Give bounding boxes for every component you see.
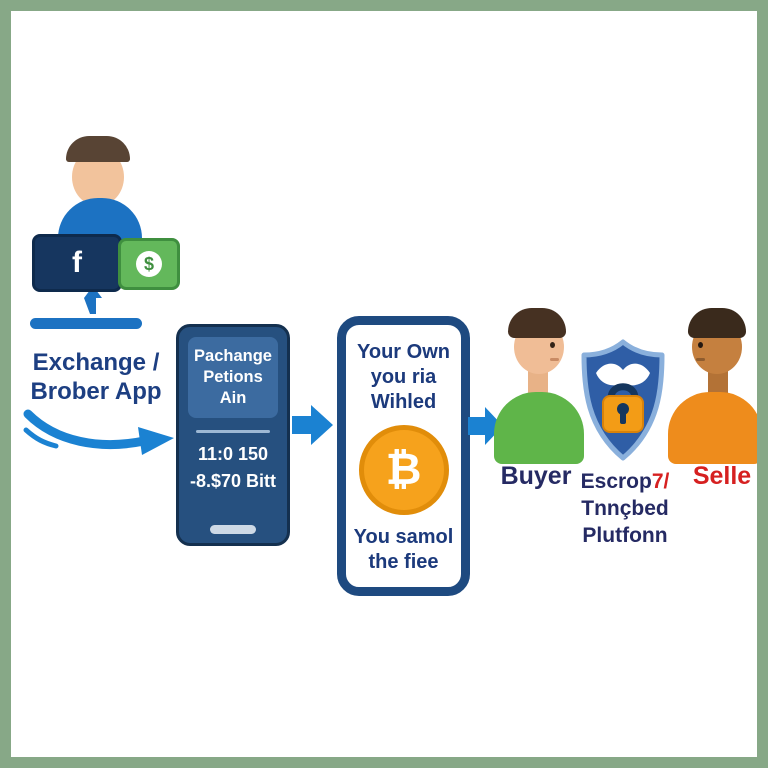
dollar-icon: $ [136, 251, 162, 277]
desk-bar [30, 318, 142, 329]
facebook-icon: f [72, 246, 82, 279]
laptop: f [32, 234, 122, 292]
broker-phone-home-bar [210, 525, 256, 534]
broker-phone-values: 11:0 150 -8.$70 Bitt [179, 441, 287, 495]
seller-figure [664, 304, 762, 464]
broker-phone-value-line2: -8.$70 Bitt [189, 471, 277, 491]
wallet-footer-line1: You samol [353, 526, 454, 548]
buyer-body [494, 392, 584, 464]
broker-phone: Pachange Petions Ain 11:0 150 -8.$70 Bit… [176, 324, 290, 546]
buyer-eye [550, 342, 555, 348]
bitcoin-coin-icon: ₿ [358, 425, 449, 515]
wallet-phone-title: Your Own you ria Wihled [346, 340, 461, 415]
seller-mouth [696, 358, 705, 361]
wallet-title-line3: Wihled [370, 391, 437, 413]
buyer-hair [508, 308, 566, 338]
seller-label: Selle [692, 462, 752, 490]
buyer-figure [494, 306, 584, 464]
curved-arrow-icon [23, 409, 174, 455]
broker-phone-header: Pachange Petions Ain [188, 337, 278, 418]
escrow-label: Escrop7/ Tnnçbed Plutfonn [562, 468, 688, 549]
escrow-label-line1-main: Escrop [580, 470, 652, 493]
shield-icon [581, 339, 665, 461]
wallet-phone: Your Own you ria Wihled ₿ You samol the … [337, 316, 470, 596]
buyer-label: Buyer [500, 462, 572, 490]
buyer-mouth [550, 358, 559, 361]
exchange-user-figure: f $ [28, 134, 180, 334]
padlock-icon [602, 383, 644, 433]
seller-eye [698, 342, 703, 348]
escrow-label-line2: Tnnçbed [581, 497, 669, 520]
up-arrow-icon [84, 286, 102, 314]
broker-phone-value-line1: 11:0 150 [197, 444, 269, 464]
exchange-label-line1: Exchange / [32, 349, 160, 376]
wallet-phone-footer: You samol the fiee [346, 525, 461, 575]
right-arrow-icon [292, 405, 333, 445]
wallet-title-line2: you ria [370, 366, 437, 388]
escrow-label-line1-accent: 7/ [651, 470, 670, 493]
broker-phone-header-line2: Petions Ain [203, 368, 263, 407]
exchange-label-line2: Brober App [30, 378, 162, 405]
right-arrow-icon [468, 407, 503, 445]
escrow-label-line3: Plutfonn [582, 524, 668, 547]
bitcoin-symbol: ₿ [385, 444, 422, 495]
seller-hair [688, 308, 746, 338]
exchange-user-hair [66, 136, 130, 162]
exchange-broker-label: Exchange / Brober App [18, 348, 174, 406]
escrow-label-line1: Escrop7/ [562, 468, 688, 495]
seller-body [668, 392, 762, 464]
wallet-title-line1: Your Own [357, 341, 450, 363]
broker-phone-header-line1: Pachange [194, 347, 272, 365]
broker-phone-divider [196, 430, 270, 433]
money-icon: $ [118, 238, 180, 290]
wallet-footer-line2: the fiee [368, 551, 439, 573]
